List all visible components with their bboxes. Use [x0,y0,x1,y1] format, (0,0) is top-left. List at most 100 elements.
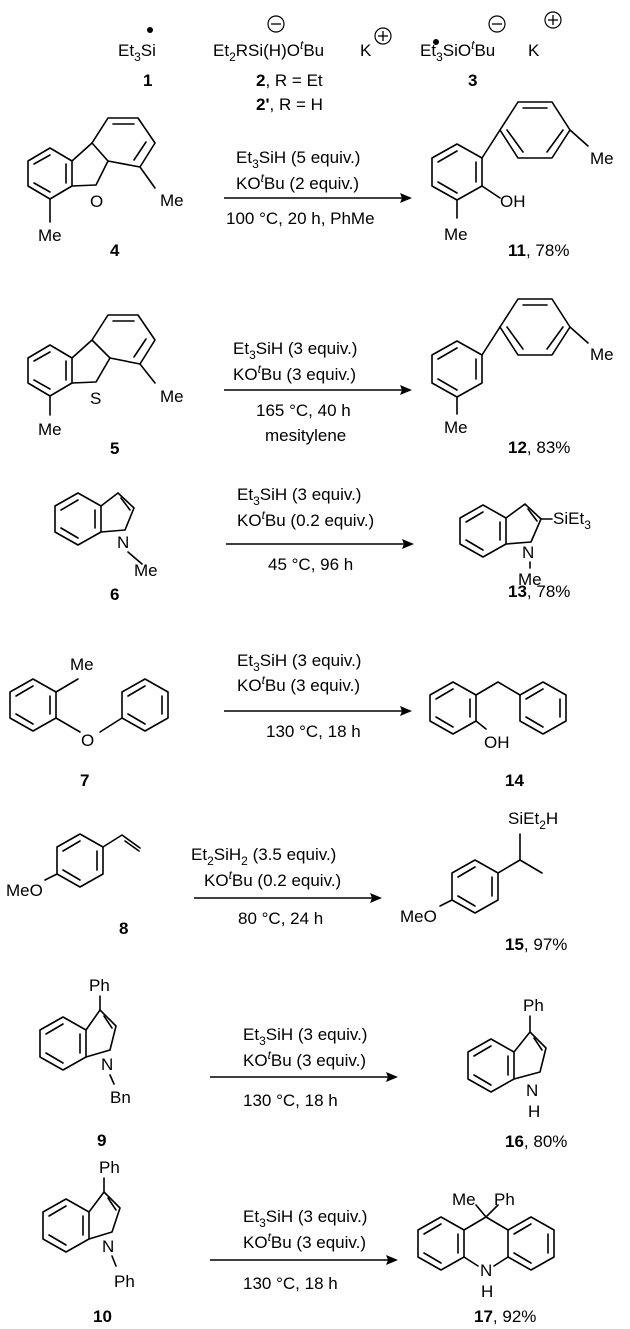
species-1: Et3Si 1 [118,27,156,90]
compound-label-10: 10 [93,1307,112,1326]
radical-dot [147,27,153,33]
compound-10-structure: Ph N Ph [42,1158,135,1291]
compound-label-7: 7 [80,771,89,790]
svg-text:KOtBu (3 equiv.): KOtBu (3 equiv.) [237,673,360,695]
svg-text:Bn: Bn [110,1088,131,1107]
svg-text:130 °C, 18 h: 130 °C, 18 h [266,722,361,741]
svg-text:Et3SiH (3 equiv.): Et3SiH (3 equiv.) [243,1025,367,1048]
svg-text:KOtBu (3 equiv.): KOtBu (3 equiv.) [243,1048,366,1070]
species-2: Et2RSi(H)OtBu K 2, R = Et 2', R = H [213,15,392,114]
compound-17-structure: Me Ph N H [417,1190,555,1301]
svg-text:12, 83%: 12, 83% [508,438,570,457]
reaction-4-to-11: O Me Me 4 Et3SiH (5 equiv.) KOtBu (2 equ… [27,101,614,260]
svg-text:O: O [90,192,103,211]
compound-7-structure: Me O [9,655,169,750]
svg-text:mesitylene: mesitylene [265,426,346,445]
svg-text:Me: Me [444,418,468,437]
svg-text:KOtBu (3 equiv.): KOtBu (3 equiv.) [243,1230,366,1252]
svg-text:Et3SiH (5 equiv.): Et3SiH (5 equiv.) [236,148,360,171]
compound-label-8: 8 [119,919,128,938]
svg-text:KOtBu (0.2 equiv.): KOtBu (0.2 equiv.) [237,508,374,530]
svg-text:Et3SiH (3 equiv.): Et3SiH (3 equiv.) [233,339,357,362]
svg-text:80 °C, 24 h: 80 °C, 24 h [238,909,323,928]
reaction-7-to-14: Me O 7 Et3SiH (3 equiv.) KOtBu (3 equiv.… [9,651,567,790]
compound-11-structure: Me OH Me [431,101,614,244]
compound-8-structure: MeO [6,833,141,900]
svg-text:Me: Me [518,570,542,589]
svg-text:2', R = H: 2', R = H [256,95,323,114]
svg-text:OH: OH [500,192,526,211]
svg-text:Me: Me [70,655,94,674]
radical-dot [433,39,439,45]
svg-text:Ph: Ph [523,996,544,1015]
svg-text:2, R = Et: 2, R = Et [256,71,323,90]
svg-text:Me: Me [452,1190,476,1209]
svg-text:O: O [81,731,94,750]
svg-text:Me: Me [160,191,184,210]
svg-text:Me: Me [444,225,468,244]
compound-12-structure: Me Me [431,298,614,437]
svg-text:Me: Me [38,226,62,245]
svg-text:H: H [528,1102,540,1121]
compound-label-6: 6 [110,585,119,604]
svg-text:N: N [522,543,534,562]
compound-5-structure: S Me Me [27,314,184,439]
svg-text:Ph: Ph [89,976,110,995]
svg-text:3: 3 [468,71,477,90]
svg-text:Me: Me [590,149,614,168]
svg-text:Me: Me [160,387,184,406]
svg-text:K: K [360,41,372,60]
svg-text:SiEt3: SiEt3 [553,509,591,532]
svg-text:13, 78%: 13, 78% [508,582,570,601]
svg-text:KOtBu (2 equiv.): KOtBu (2 equiv.) [236,171,359,193]
svg-text:N: N [102,1237,114,1256]
svg-text:17, 92%: 17, 92% [474,1307,536,1326]
compound-14-structure: OH [429,681,567,752]
svg-text:165 °C, 40 h: 165 °C, 40 h [256,401,351,420]
reaction-8-to-15: MeO 8 Et2SiH2 (3.5 equiv.) KOtBu (0.2 eq… [6,809,567,954]
svg-text:OH: OH [484,733,510,752]
svg-text:Et2RSi(H)OtBu: Et2RSi(H)OtBu [213,38,324,64]
svg-text:130 °C, 18 h: 130 °C, 18 h [243,1091,338,1110]
reaction-10-to-17: Ph N Ph 10 Et3SiH (3 equiv.) KOtBu (3 eq… [42,1158,555,1326]
svg-text:KOtBu (0.2 equiv.): KOtBu (0.2 equiv.) [204,868,341,890]
compound-6-structure: N Me [54,492,158,580]
svg-text:11, 78%: 11, 78% [508,241,569,260]
svg-text:K: K [528,41,540,60]
svg-text:N: N [101,1055,113,1074]
species-3: Et3SiOtBu K 3 [420,11,562,90]
compound-4-structure: O Me Me [27,117,184,245]
compound-9-structure: Ph N Bn [39,976,131,1107]
svg-text:Ph: Ph [114,1272,135,1291]
svg-text:Me: Me [38,420,62,439]
svg-text:Et3SiOtBu: Et3SiOtBu [420,38,495,64]
svg-text:Et3SiH (3 equiv.): Et3SiH (3 equiv.) [237,651,361,674]
svg-text:MeO: MeO [400,907,437,926]
svg-text:SiEt2H: SiEt2H [508,809,558,832]
reaction-5-to-12: S Me Me 5 Et3SiH (3 equiv.) KOtBu (3 equ… [27,298,614,458]
compound-label-1: 1 [143,71,152,90]
svg-text:KOtBu (3 equiv.): KOtBu (3 equiv.) [233,362,356,384]
compound-label-14: 14 [505,771,524,790]
svg-text:Et3SiH (3 equiv.): Et3SiH (3 equiv.) [243,1207,367,1230]
compound-13-structure: SiEt3 N Me [459,503,591,589]
compound-label-4: 4 [110,241,120,260]
svg-text:Et3Si: Et3Si [118,41,156,64]
svg-text:45 °C, 96 h: 45 °C, 96 h [268,555,353,574]
svg-text:100 °C, 20 h, PhMe: 100 °C, 20 h, PhMe [226,209,375,228]
svg-text:15, 97%: 15, 97% [505,935,567,954]
compound-15-structure: MeO SiEt2H [400,809,558,926]
svg-text:H: H [481,1282,493,1301]
compound-label-5: 5 [110,439,119,458]
svg-text:N: N [117,533,129,552]
svg-text:Me: Me [134,561,158,580]
svg-text:Et2SiH2 (3.5 equiv.): Et2SiH2 (3.5 equiv.) [191,845,336,868]
svg-text:Et3SiH (3 equiv.): Et3SiH (3 equiv.) [237,485,361,508]
compound-16-structure: Ph N H [467,996,547,1121]
svg-text:N: N [526,1081,538,1100]
svg-text:Ph: Ph [494,1190,515,1209]
svg-text:N: N [480,1261,492,1280]
svg-text:Ph: Ph [99,1158,120,1177]
reaction-6-to-13: N Me 6 Et3SiH (3 equiv.) KOtBu (0.2 equi… [54,485,591,604]
